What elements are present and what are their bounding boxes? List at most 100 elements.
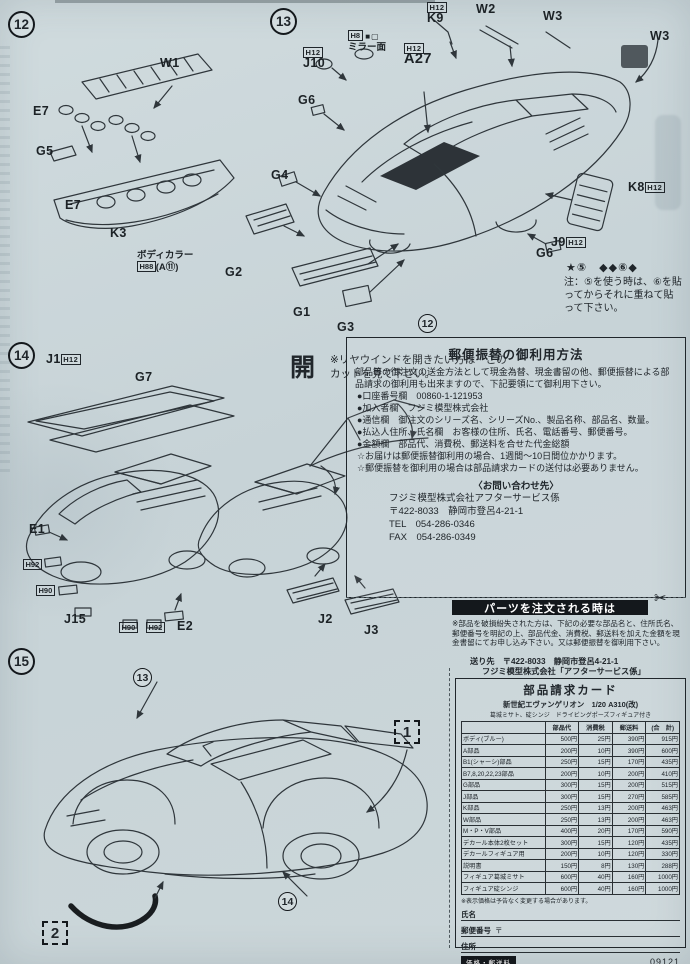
price-cell: 250円 bbox=[544, 801, 580, 814]
price-cell: 170円 bbox=[611, 755, 647, 768]
field-address-row[interactable]: 住所 bbox=[461, 937, 680, 953]
part-g1-g3-grilles bbox=[291, 243, 405, 308]
part-label-e7: E7 bbox=[65, 198, 82, 212]
price-cell: 8円 bbox=[578, 859, 613, 872]
postal-item: ●口座番号欄 00860-1-121953 bbox=[357, 391, 483, 401]
step14-diagram-rear-cars bbox=[25, 453, 400, 629]
part-label-w3: W3 bbox=[650, 29, 670, 43]
assembly-marker-1: 1 bbox=[394, 720, 420, 744]
price-cell: 390円 bbox=[611, 744, 647, 757]
part-label-k9: H12 K9 bbox=[427, 2, 447, 24]
price-cell: 170円 bbox=[611, 824, 647, 837]
bleedthrough-smudge bbox=[0, 46, 10, 476]
car-final-assembly bbox=[43, 719, 428, 880]
postal-item: ●金額欄 部品代、消費税、郵送料を合せた代金総額 bbox=[357, 439, 570, 449]
part-k3-valance bbox=[53, 159, 235, 229]
part-j9-g6-right bbox=[526, 233, 562, 253]
mirror-face-note: H8 ■▢ ミラー面 bbox=[348, 30, 386, 53]
price-cell: 915円 bbox=[645, 732, 680, 745]
ref-step-13: 13 bbox=[133, 668, 152, 687]
part-name-cell: 説明書 bbox=[461, 859, 546, 872]
price-cell: 200円 bbox=[544, 847, 580, 860]
order-company: フジミ模型株式会社「アフターサービス係」 bbox=[482, 667, 646, 676]
paint-code-h92: H92 bbox=[146, 622, 165, 633]
postal-item: ●払込人住所、氏名欄 お客様の住所、氏名、電話番号、郵便番号。 bbox=[357, 427, 633, 437]
part-label-j1-text: J1 bbox=[46, 352, 61, 366]
price-cell: 410円 bbox=[645, 767, 680, 780]
step-number-14: 14 bbox=[8, 342, 35, 369]
part-name-cell: W部品 bbox=[461, 813, 546, 826]
field-postal-label: 郵便番号 bbox=[461, 925, 491, 935]
part-name-cell: K部品 bbox=[461, 801, 546, 814]
part-label-j10-text: J10 bbox=[303, 56, 326, 70]
rear-window-note: ※リヤウインドを開きたい方は このカットを見て下さい。 bbox=[330, 354, 507, 380]
price-cell: 515円 bbox=[645, 778, 680, 791]
part-label-g1: G1 bbox=[293, 305, 311, 319]
field-address-label: 住所 bbox=[461, 941, 476, 951]
price-cell: 463円 bbox=[645, 801, 680, 814]
contact-line: フジミ模型株式会社アフターサービス係 bbox=[389, 493, 560, 504]
part-name-cell: デカール本体2枚セット bbox=[461, 836, 546, 849]
contact-line: TEL 054-286-0346 bbox=[389, 519, 475, 530]
paint-code-h90: H90 bbox=[119, 622, 138, 633]
part-label-w3: W3 bbox=[543, 9, 563, 23]
field-name-row[interactable]: 氏名 bbox=[461, 905, 680, 921]
price-cell: 590円 bbox=[645, 824, 680, 837]
contact-line: FAX 054-286-0349 bbox=[389, 532, 476, 543]
part-name-cell: デカールフィギュア用 bbox=[461, 847, 546, 860]
col-part-name bbox=[461, 721, 546, 734]
part-label-g3: G3 bbox=[337, 320, 355, 334]
part-e7-lamps bbox=[49, 104, 156, 164]
decal-symbol-row: ★⑤ ◆◆⑥◆ bbox=[566, 262, 638, 274]
postal-transfer-panel: 郵便振替の御利用方法 部品等の御注文の送金方法として現金為替、現金書留の他、郵便… bbox=[346, 337, 686, 598]
cut-line-vertical bbox=[449, 668, 450, 948]
decal-note: 注：⑤を使う時は、⑥を貼ってからそれに重ねて貼って下さい。 bbox=[564, 277, 682, 314]
price-cell: 120円 bbox=[611, 836, 647, 849]
part-g6-left-and-mirror bbox=[310, 48, 374, 131]
part-g4-bracket bbox=[278, 171, 322, 197]
field-postal-row[interactable]: 郵便番号〒 bbox=[461, 921, 680, 937]
price-cell: 25円 bbox=[578, 732, 613, 745]
postal-mark: 〒 bbox=[495, 925, 503, 935]
price-cell: 250円 bbox=[544, 813, 580, 826]
price-cell: 200円 bbox=[611, 801, 647, 814]
part-label-a27: H12 A27 bbox=[404, 43, 432, 66]
step14-diagram-rear-window bbox=[27, 385, 235, 453]
part-label-g6: G6 bbox=[298, 93, 316, 107]
field-name-label: 氏名 bbox=[461, 909, 476, 919]
part-name-cell: A部品 bbox=[461, 744, 546, 757]
step14-diagram-cut-detail bbox=[309, 399, 429, 467]
car-rear-left-view bbox=[25, 453, 219, 629]
part-name-cell: フィギュア葛城ミサト bbox=[461, 870, 546, 883]
parts-order-card: 部品請求カード 新世紀エヴァンゲリオン 1/20 A310(改) 葛城ミサト、碇… bbox=[455, 678, 686, 964]
price-cell: 600円 bbox=[544, 870, 580, 883]
price-cell: 1000円 bbox=[645, 870, 680, 883]
assembly-arrows bbox=[136, 681, 408, 897]
order-card-title: 部品請求カード bbox=[523, 685, 618, 697]
price-cell: 200円 bbox=[544, 767, 580, 780]
scan-edge bbox=[55, 0, 435, 3]
price-cell: 130円 bbox=[611, 859, 647, 872]
price-cell: 390円 bbox=[611, 732, 647, 745]
contact-line: 〒422-8033 静岡市登呂4-21-1 bbox=[389, 506, 524, 517]
order-send-to: 送り先 〒422-8033 静岡市登呂4-21-1 bbox=[470, 657, 619, 666]
part-label-j3: J3 bbox=[364, 623, 379, 637]
price-cell: 585円 bbox=[645, 790, 680, 803]
part-label-g5: G5 bbox=[36, 144, 54, 158]
order-card-kit-detail: 葛城ミサト、碇シンジ ドライビングポーズフィギュア付き bbox=[489, 713, 652, 719]
paint-code-h92: H92 bbox=[23, 559, 42, 570]
price-cell: 300円 bbox=[544, 778, 580, 791]
